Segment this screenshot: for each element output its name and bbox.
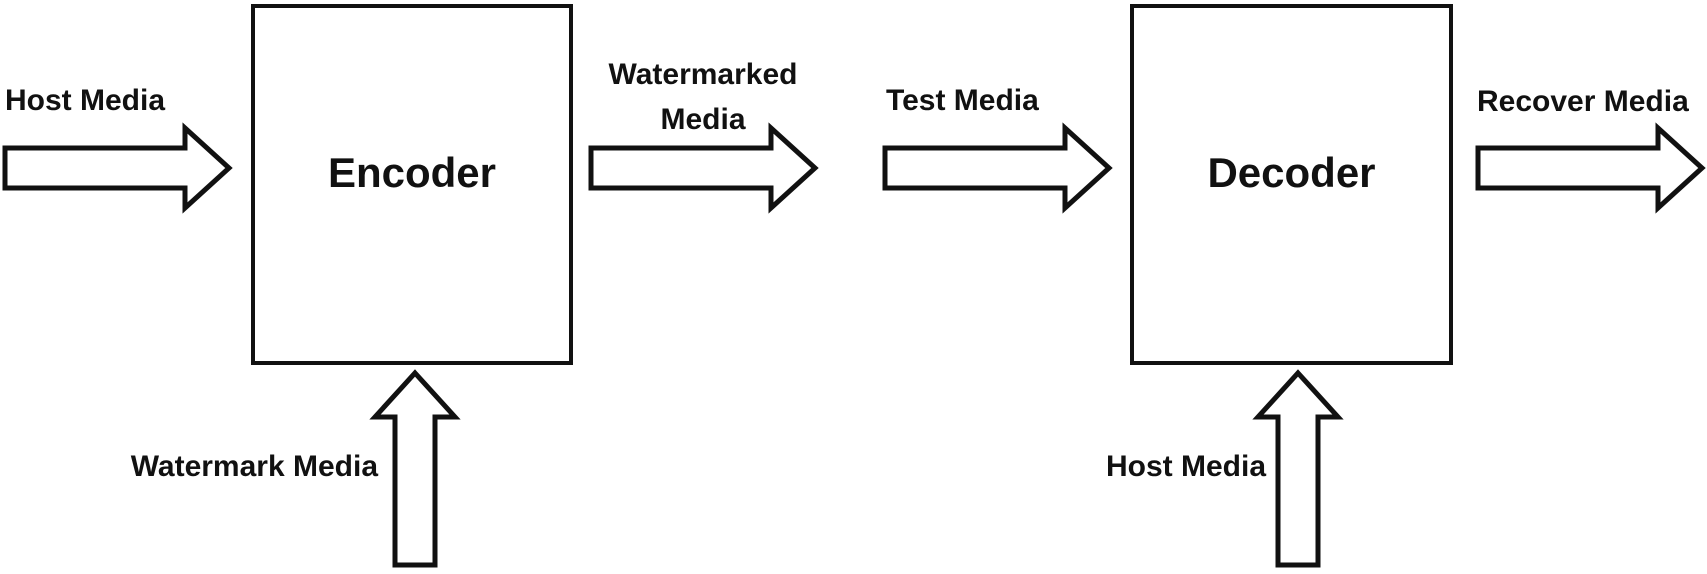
test-media-arrow [881, 122, 1113, 214]
encoder-block: Encoder [251, 4, 573, 365]
arrow-right-icon [2, 122, 233, 214]
decoder-title: Decoder [1207, 148, 1376, 196]
watermarked-media-label-line2: Media [660, 103, 746, 136]
watermark-media-input-label: Watermark Media [130, 450, 378, 483]
decoder-block: Decoder [1130, 4, 1453, 365]
arrow-up-icon [369, 369, 461, 568]
recover-media-label: Recover Media [1477, 85, 1689, 118]
host-media-input-label: Host Media [5, 84, 166, 117]
arrow-right-icon [882, 122, 1113, 214]
arrow-right-icon [588, 122, 819, 214]
watermarked-media-label-line1: Watermarked [608, 58, 798, 91]
arrow-up-icon [1252, 369, 1344, 568]
watermarked-media-arrow [587, 122, 819, 214]
arrow-right-icon [1475, 122, 1706, 214]
host-media-key-arrow [1252, 369, 1344, 569]
host-media-key-label: Host Media [1106, 450, 1267, 483]
encoder-title: Encoder [327, 148, 497, 196]
watermarked-media-label: Watermarked Media [583, 52, 823, 142]
host-media-input-arrow [1, 122, 233, 214]
watermark-media-input-arrow [369, 369, 461, 569]
recover-media-arrow [1474, 122, 1706, 214]
test-media-label: Test Media [886, 84, 1039, 117]
